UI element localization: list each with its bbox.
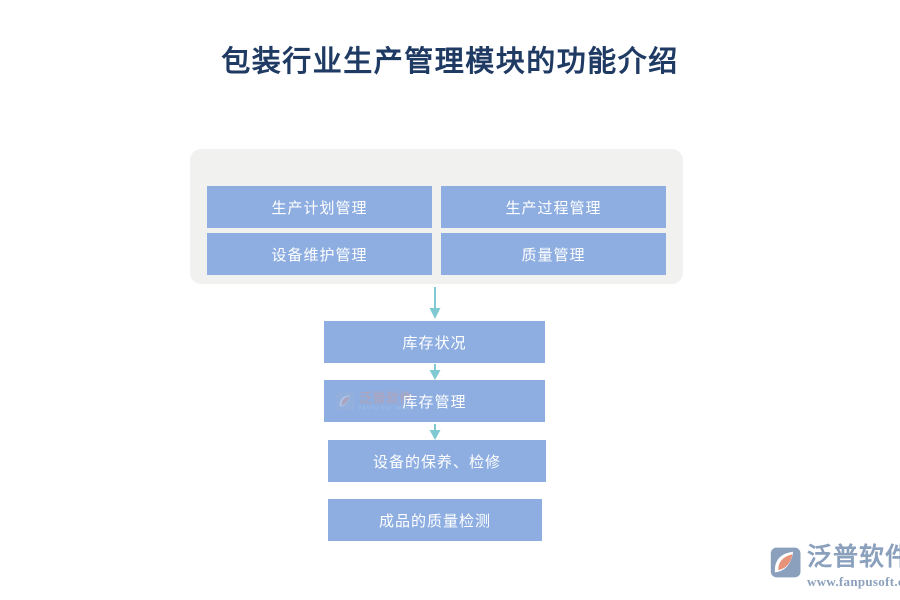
- arrow-inventory-management-to-maintenance: [428, 424, 442, 440]
- module-box-label: 生产过程管理: [505, 199, 602, 217]
- module-group-grid: 生产计划管理 生产过程管理 设备维护管理 质量管理: [207, 186, 666, 275]
- arrow-group-to-inventory-status: [428, 287, 442, 319]
- brand-name: 泛普软件: [807, 543, 900, 571]
- flow-box-inventory-status[interactable]: 库存状况: [324, 321, 545, 363]
- flow-box-label: 设备的保养、检修: [372, 453, 501, 471]
- module-box-label: 生产计划管理: [271, 199, 368, 217]
- flow-box-label: 库存管理: [402, 393, 467, 411]
- flow-box-equipment-upkeep-inspection[interactable]: 设备的保养、检修: [328, 440, 546, 482]
- flow-box-inventory-management[interactable]: 泛普软件 FANPU SOFTWARE 库存管理: [324, 380, 545, 422]
- module-box-quality-management[interactable]: 质量管理: [441, 233, 666, 275]
- fanpu-logo-icon: [336, 392, 355, 410]
- module-group-panel: 生产计划管理 生产过程管理 设备维护管理 质量管理: [190, 149, 683, 284]
- arrow-inventory-status-to-inventory-management: [428, 364, 442, 380]
- flow-box-label: 库存状况: [402, 334, 467, 352]
- brand-text: 泛普软件 www.fanpusoft.com: [807, 543, 900, 589]
- module-box-production-plan[interactable]: 生产计划管理: [207, 186, 432, 228]
- fanpu-logo-icon: [770, 547, 801, 578]
- module-box-label: 质量管理: [521, 246, 586, 264]
- page-title: 包装行业生产管理模块的功能介绍: [221, 46, 679, 78]
- flow-box-finished-product-quality-inspection[interactable]: 成品的质量检测: [328, 499, 542, 541]
- module-box-equipment-maintenance[interactable]: 设备维护管理: [207, 233, 432, 275]
- module-box-production-process[interactable]: 生产过程管理: [441, 186, 666, 228]
- brand-url: www.fanpusoft.com: [807, 574, 900, 589]
- brand-logo: 泛普软件 www.fanpusoft.com: [767, 545, 900, 588]
- module-box-label: 设备维护管理: [271, 246, 368, 264]
- flow-box-label: 成品的质量检测: [378, 512, 491, 530]
